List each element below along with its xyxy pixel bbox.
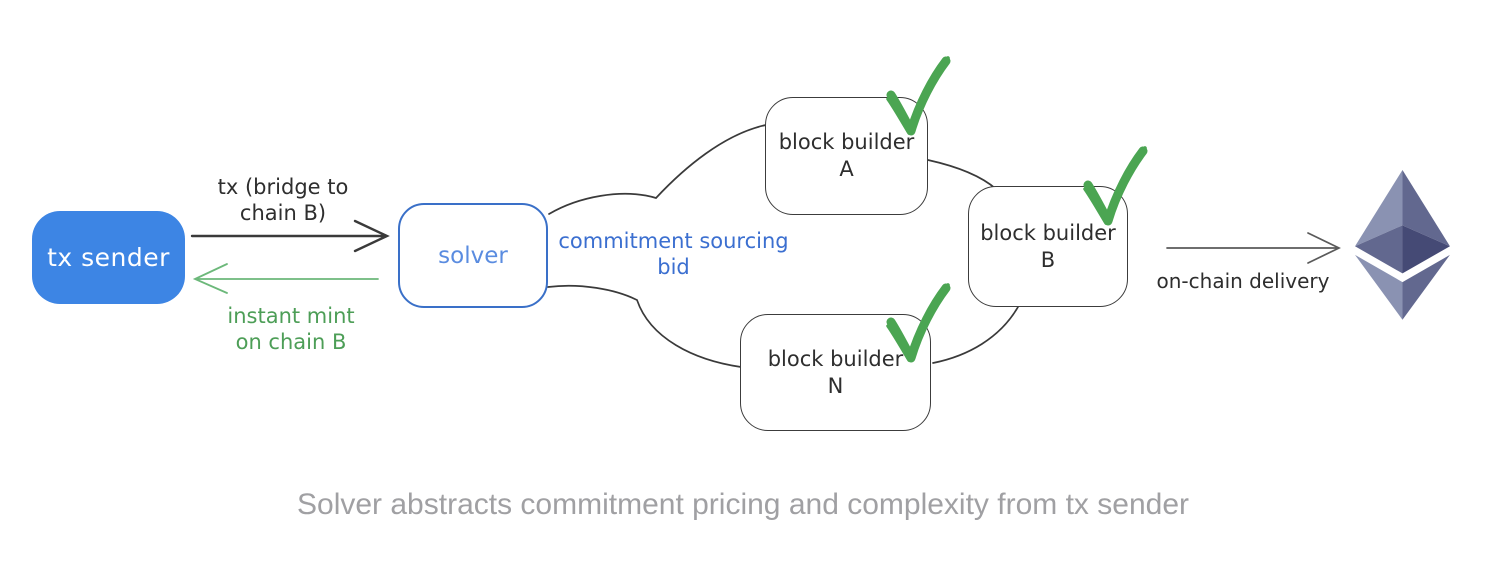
block-builder-b-label: block builder — [980, 220, 1116, 245]
block-builder-a-letter: A — [839, 157, 854, 181]
tx-sender-node: tx sender — [32, 211, 185, 304]
block-builder-n-node: block builder N — [740, 314, 931, 431]
cloud-shape — [547, 124, 1019, 368]
block-builder-n-label: block builder — [767, 346, 904, 371]
tx-arrow — [190, 219, 390, 253]
diagram-caption: Solver abstracts commitment pricing and … — [297, 488, 1189, 521]
solver-node: solver — [398, 203, 548, 308]
block-builder-b-letter: B — [1040, 247, 1056, 272]
delivery-arrow — [1166, 232, 1341, 264]
block-builder-a-node: block builder A — [765, 97, 928, 215]
instant-mint-label: instant mint on chain B — [227, 304, 355, 354]
tx-bridge-label: tx (bridge to chain B) — [217, 175, 349, 225]
block-builder-b-node: block builder B — [968, 186, 1128, 307]
instant-mint-arrow — [192, 263, 379, 294]
tx-sender-label: tx sender — [47, 243, 170, 272]
commitment-sourcing-label: commitment sourcing bid — [558, 229, 789, 279]
block-builder-a-label: block builder — [778, 130, 915, 154]
block-builder-n-letter: N — [827, 373, 844, 398]
on-chain-delivery-label: on-chain delivery — [1156, 269, 1330, 293]
solver-label: solver — [438, 242, 508, 269]
